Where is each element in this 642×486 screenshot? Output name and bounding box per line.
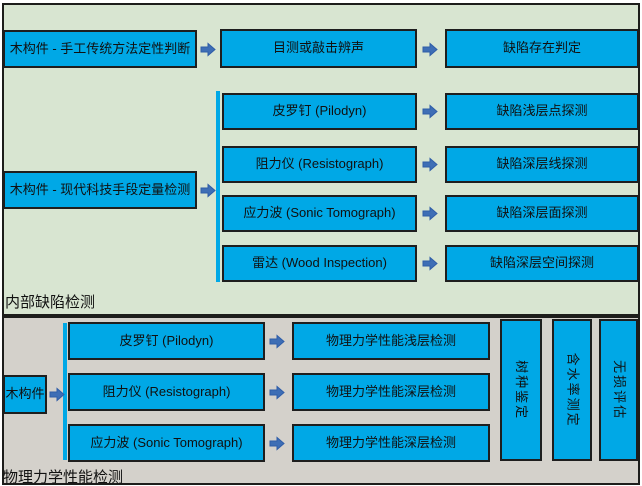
group-bracket (63, 323, 67, 460)
arrow-right-icon (422, 157, 438, 172)
box-resistograph-method-2: 阻力仪 (Resistograph) (68, 373, 265, 411)
box-deep-surface-result: 缺陷深层面探测 (445, 195, 639, 232)
arrow-right-icon (269, 334, 285, 349)
vertical-label: 无损评估 (611, 359, 627, 420)
section-label-physical-mechanical: 物理力学性能检测 (3, 469, 124, 486)
box-deep-line-result: 缺陷深层线探测 (445, 146, 639, 183)
vertical-label: 含水率测定 (565, 352, 581, 428)
arrow-right-icon (422, 206, 438, 221)
arrow-right-icon (200, 42, 216, 57)
arrow-right-icon (422, 104, 438, 119)
box-shallow-point-result: 缺陷浅层点探测 (445, 93, 639, 130)
arrow-right-icon (422, 256, 438, 271)
arrow-right-icon (422, 42, 438, 57)
box-wood-component-source: 木构件 (3, 375, 47, 414)
box-moisture-content: 含水率测定 (552, 319, 592, 461)
arrow-right-icon (269, 436, 285, 451)
box-sonic-tomograph-method: 应力波 (Sonic Tomograph) (222, 195, 417, 232)
section-label-internal-defect: 内部缺陷检测 (5, 294, 96, 311)
box-resistograph-method: 阻力仪 (Resistograph) (222, 146, 417, 183)
box-deep-performance-result-1: 物理力学性能深层检测 (292, 373, 490, 411)
box-deep-performance-result-2: 物理力学性能深层检测 (292, 424, 490, 462)
vertical-label: 树种鉴定 (514, 359, 530, 420)
box-nondestructive-evaluation: 无损评估 (599, 319, 638, 461)
box-shallow-performance-result: 物理力学性能浅层检测 (292, 322, 490, 360)
arrow-right-icon (49, 387, 65, 402)
group-bracket (216, 91, 220, 282)
box-traditional-method-source: 木构件 - 手工传统方法定性判断 (3, 30, 197, 68)
arrow-right-icon (200, 183, 216, 198)
box-sonic-tomograph-method-2: 应力波 (Sonic Tomograph) (68, 424, 265, 462)
box-modern-method-source: 木构件 - 现代科技手段定量检测 (3, 171, 197, 209)
box-species-identification: 树种鉴定 (500, 319, 542, 461)
box-radar-method: 雷达 (Wood Inspection) (222, 245, 417, 282)
box-pilodyn-method: 皮罗钉 (Pilodyn) (222, 93, 417, 130)
box-deep-spatial-result: 缺陷深层空间探测 (445, 245, 639, 282)
box-pilodyn-method-2: 皮罗钉 (Pilodyn) (68, 322, 265, 360)
box-defect-existence-result: 缺陷存在判定 (445, 29, 639, 68)
arrow-right-icon (269, 385, 285, 400)
box-visual-tapping-method: 目测或敲击辨声 (220, 29, 417, 68)
